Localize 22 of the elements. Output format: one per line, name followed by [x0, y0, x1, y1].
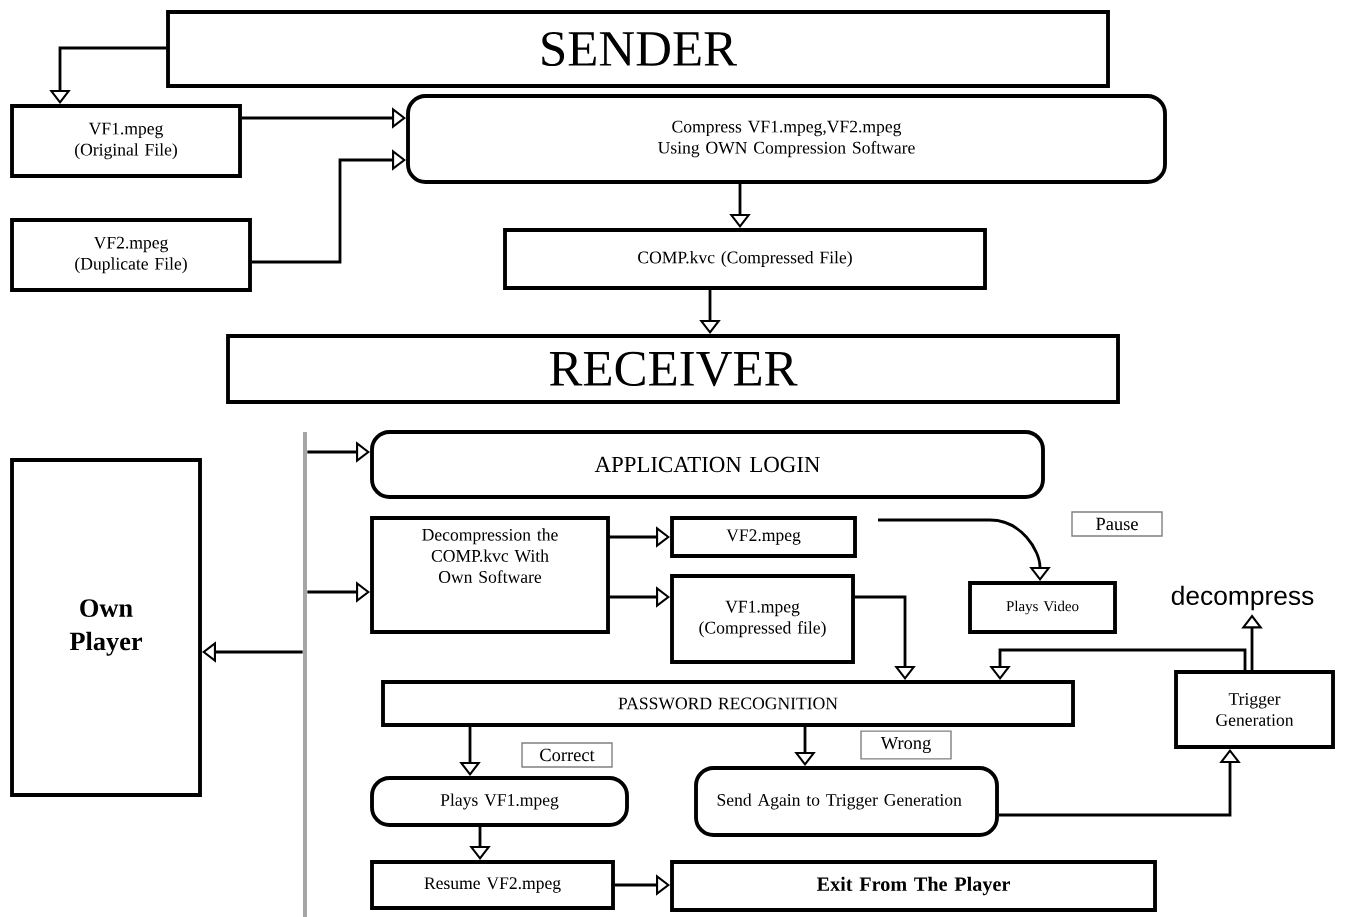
- process-box: PASSWORD RECOGNITION: [381, 680, 1075, 727]
- file-box: VF2.mpeg (Duplicate File): [10, 218, 252, 292]
- player-box: Own Player: [10, 458, 202, 797]
- process-box: Plays VF1.mpeg: [370, 776, 629, 827]
- title-box: RECEIVER: [226, 334, 1120, 404]
- edge-label: Wrong: [860, 730, 952, 760]
- process-box: Resume VF2.mpeg: [370, 860, 615, 910]
- title-box: SENDER: [166, 10, 1110, 88]
- process-box: Plays Video: [968, 581, 1117, 634]
- process-box: Send Again to Trigger Generation: [694, 766, 999, 837]
- text-label: decompress: [1171, 585, 1314, 611]
- edge-label: Pause: [1071, 511, 1163, 537]
- process-box: Trigger Generation: [1174, 670, 1335, 749]
- process-box: Decompression the COMP.kvc With Own Software: [370, 516, 610, 634]
- file-box: VF2.mpeg: [670, 516, 857, 558]
- edge-label: Correct: [521, 742, 613, 768]
- process-box: Compress VF1.mpeg,VF2.mpeg Using OWN Compression Software: [406, 94, 1167, 184]
- file-box: COMP.kvc (Compressed File): [503, 228, 987, 290]
- file-box: VF1.mpeg (Original File): [10, 104, 242, 178]
- process-box: Exit From The Player: [670, 860, 1157, 912]
- file-box: VF1.mpeg (Compressed file): [670, 574, 855, 664]
- process-box: APPLICATION LOGIN: [370, 430, 1045, 499]
